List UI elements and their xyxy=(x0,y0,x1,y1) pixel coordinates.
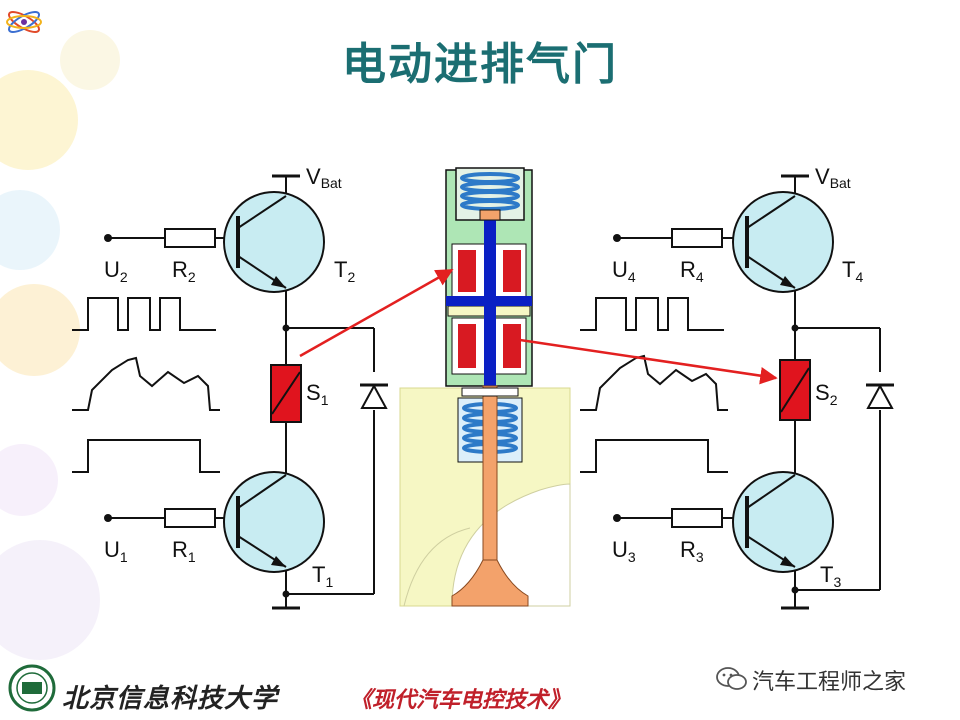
solenoid-s1 xyxy=(270,364,302,423)
diode-right xyxy=(866,383,894,409)
left-circuit xyxy=(108,174,375,610)
transistor-t1 xyxy=(223,471,325,573)
label-u2: U2 xyxy=(104,257,128,285)
label-t1: T1 xyxy=(312,562,333,590)
label-s2: S2 xyxy=(815,380,838,408)
label-r4: R4 xyxy=(680,257,704,285)
label-r1: R1 xyxy=(172,537,196,565)
right-waveforms xyxy=(580,297,728,473)
left-nodes xyxy=(104,234,290,598)
resistor-r3 xyxy=(671,508,723,528)
university-seal-icon xyxy=(8,664,56,712)
atom-logo-icon xyxy=(6,11,42,33)
right-nodes xyxy=(613,234,799,594)
label-u4: U4 xyxy=(612,257,636,285)
label-vbat-left: VBat xyxy=(306,164,342,191)
transistor-t3 xyxy=(732,471,834,573)
transistor-t2 xyxy=(223,191,325,293)
wechat-icon xyxy=(716,667,747,690)
label-vbat-right: VBat xyxy=(815,164,851,191)
page-title: 电动进排气门 xyxy=(342,39,618,90)
left-waveforms xyxy=(72,297,220,473)
label-u1: U1 xyxy=(104,537,128,565)
resistor-r4 xyxy=(671,228,723,248)
arrow-s1-to-coil xyxy=(299,268,454,358)
label-u3: U3 xyxy=(612,537,636,565)
arrow-coil-to-s2 xyxy=(519,338,778,385)
label-s1: S1 xyxy=(306,380,329,408)
label-t4: T4 xyxy=(842,257,863,285)
valve-actuator xyxy=(399,167,571,607)
diode-left xyxy=(360,383,388,409)
footer-school-name: 北京信息科技大学 xyxy=(62,684,279,714)
solenoid-s2 xyxy=(779,359,811,421)
resistor-r2 xyxy=(164,228,216,248)
label-t3: T3 xyxy=(820,562,841,590)
resistor-r1 xyxy=(164,508,216,528)
transistor-t4 xyxy=(732,191,834,293)
label-t2: T2 xyxy=(334,257,355,285)
label-r3: R3 xyxy=(680,537,704,565)
right-circuit xyxy=(617,174,881,610)
label-r2: R2 xyxy=(172,257,196,285)
footer-course-name: 《现代汽车电控技术》 xyxy=(350,687,571,713)
footer-watermark: 汽车工程师之家 xyxy=(752,670,907,695)
